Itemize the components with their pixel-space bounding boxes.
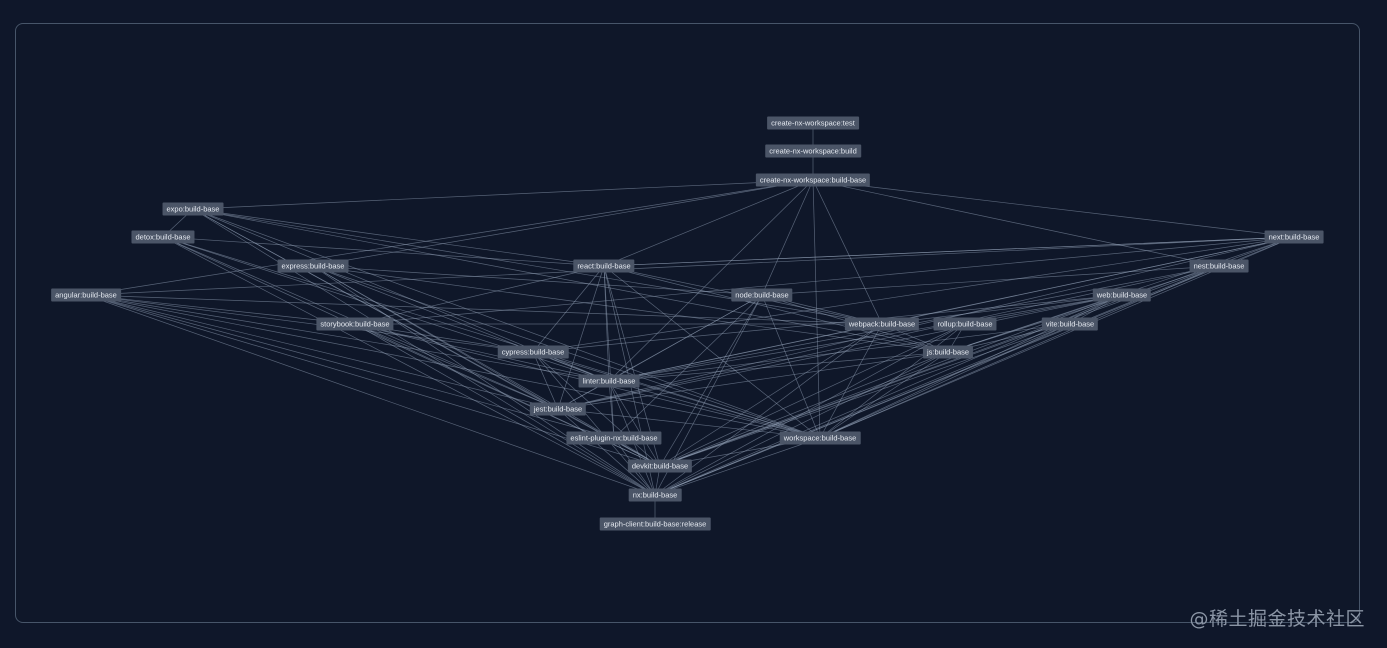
graph-node-webpack[interactable]: webpack:build-base [844, 317, 920, 331]
graph-canvas-frame[interactable] [15, 23, 1360, 623]
graph-node-devkit[interactable]: devkit:build-base [627, 459, 693, 473]
graph-node-cnw-build[interactable]: create-nx-workspace:build [765, 144, 861, 158]
graph-node-jest[interactable]: jest:build-base [529, 402, 587, 416]
graph-node-cnw-bb[interactable]: create-nx-workspace:build-base [755, 173, 871, 187]
graph-node-linter[interactable]: linter:build-base [578, 374, 640, 388]
graph-node-expo[interactable]: expo:build-base [162, 202, 224, 216]
graph-node-nx[interactable]: nx:build-base [628, 488, 682, 502]
graph-node-cypress[interactable]: cypress:build-base [497, 345, 569, 359]
graph-node-eslint[interactable]: eslint-plugin-nx:build-base [566, 431, 662, 445]
graph-node-detox[interactable]: detox:build-base [131, 230, 195, 244]
graph-node-workspace[interactable]: workspace:build-base [779, 431, 861, 445]
graph-node-web[interactable]: web:build-base [1092, 288, 1152, 302]
watermark: @稀土掘金技术社区 [1189, 608, 1365, 630]
graph-node-js[interactable]: js:build-base [922, 345, 974, 359]
graph-node-react[interactable]: react:build-base [573, 259, 635, 273]
graph-node-cnw-test[interactable]: create-nx-workspace:test [767, 116, 859, 130]
graph-node-graph-client[interactable]: graph-client:build-base:release [599, 517, 711, 531]
graph-node-vite[interactable]: vite:build-base [1041, 317, 1099, 331]
graph-node-angular[interactable]: angular:build-base [51, 288, 121, 302]
graph-node-express[interactable]: express:build-base [277, 259, 349, 273]
graph-node-nest[interactable]: nest:build-base [1189, 259, 1249, 273]
graph-node-next[interactable]: next:build-base [1264, 230, 1324, 244]
graph-node-node[interactable]: node:build-base [731, 288, 793, 302]
graph-node-storybook[interactable]: storybook:build-base [316, 317, 394, 331]
graph-node-rollup[interactable]: rollup:build-base [933, 317, 997, 331]
